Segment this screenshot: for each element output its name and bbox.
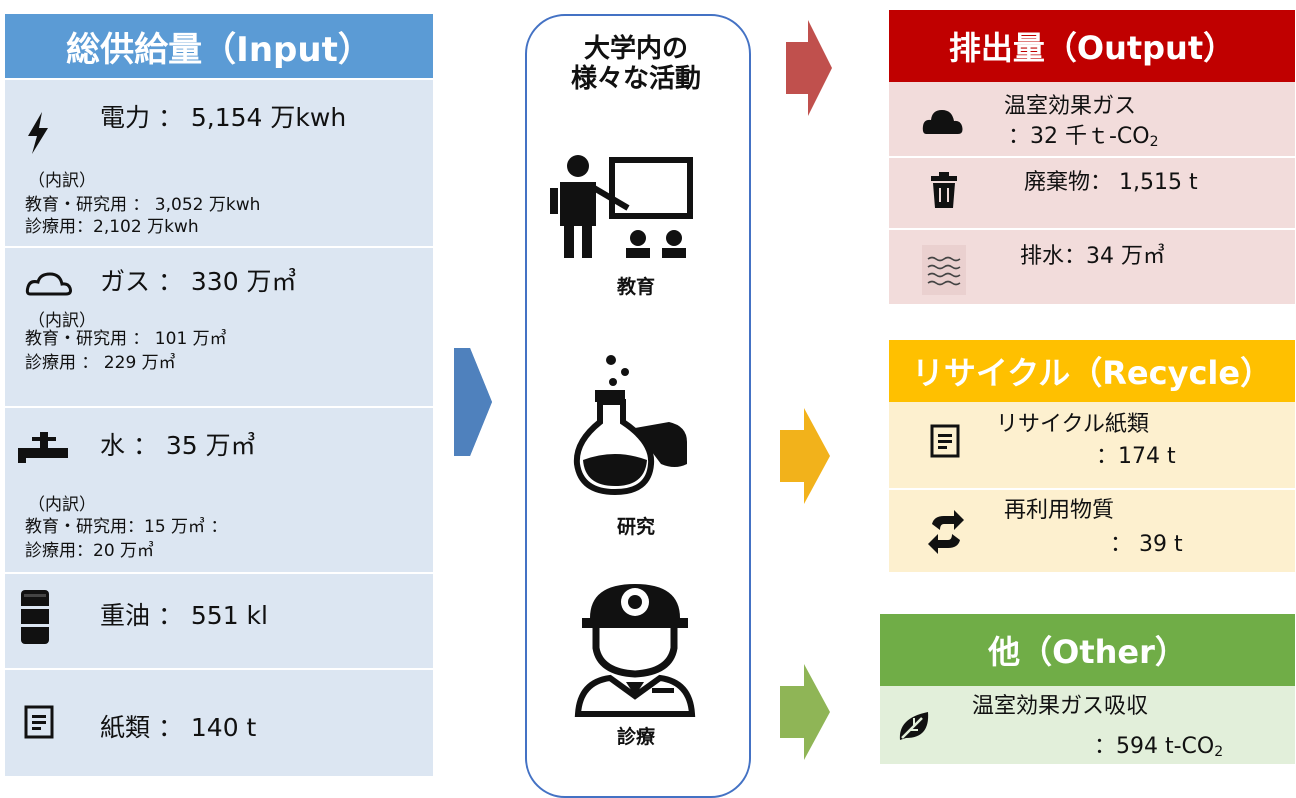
recycle-paper-label: リサイクル紙類 xyxy=(996,412,1149,437)
absorption-label: 温室効果ガス吸収 xyxy=(972,694,1149,719)
oil-drum-icon xyxy=(18,586,52,648)
gas-total: ガス ： 330 万㎥ xyxy=(100,267,297,296)
water-medical: 診療用：20 万㎥ xyxy=(25,541,155,561)
other-panel xyxy=(880,686,1295,764)
gas-medical: 診療用 ： 229 万㎥ xyxy=(25,353,176,373)
other-arrow xyxy=(780,664,832,764)
output-arrow xyxy=(786,20,834,120)
recycle-paper-value: ：174 t xyxy=(1096,444,1176,469)
document-icon xyxy=(24,705,54,739)
education-icon xyxy=(550,152,700,266)
gas-breakdown-label: （内訳） xyxy=(28,311,96,331)
absorption-value: ：594 t-CO2 xyxy=(1094,734,1223,765)
water-total: 水 ： 35 万㎥ xyxy=(100,431,256,460)
water-waves-icon xyxy=(922,245,966,299)
electricity-section xyxy=(5,80,433,246)
activities-title-line1: 大学内の xyxy=(583,34,688,64)
recycle-arrow xyxy=(780,408,832,508)
research-label: 研究 xyxy=(616,516,655,538)
electricity-breakdown-label: （内訳） xyxy=(28,171,96,191)
ghg-value: ：32 千ｔ-CO2 xyxy=(1008,124,1159,155)
medical-label: 診療 xyxy=(616,726,655,748)
activities-title: 大学内の 様々な活動 xyxy=(527,34,745,94)
absorption-value-sub: 2 xyxy=(1214,744,1224,760)
electricity-edu-research: 教育・研究用 ： 3,052 万kwh xyxy=(25,195,261,215)
water-breakdown-label: （内訳） xyxy=(28,495,96,515)
cloud-outline-icon xyxy=(20,268,74,298)
electricity-total: 電力 ： 5,154 万kwh xyxy=(100,103,347,132)
input-arrow xyxy=(454,348,494,460)
activities-title-line2: 様々な活動 xyxy=(570,64,701,94)
heavy-oil-section xyxy=(5,574,433,668)
water-section xyxy=(5,408,433,572)
education-label: 教育 xyxy=(616,276,655,298)
gas-edu-research: 教育・研究用 ： 101 万㎥ xyxy=(25,329,227,349)
paper-section xyxy=(5,670,433,776)
reuse-label: 再利用物質 xyxy=(1004,498,1115,523)
exchange-arrows-icon xyxy=(928,510,964,558)
water-edu-research: 教育・研究用：15 万㎥ ： xyxy=(25,517,228,537)
waste-value: 廃棄物： 1,515 t xyxy=(1024,170,1198,195)
recycle-header: リサイクル（Recycle） xyxy=(889,340,1295,402)
electricity-medical: 診療用：2,102 万kwh xyxy=(25,217,199,237)
ghg-label: 温室効果ガス xyxy=(1004,94,1137,119)
doctor-icon xyxy=(570,578,700,722)
activities-panel xyxy=(525,14,751,798)
trash-icon xyxy=(930,170,958,214)
drainage-value: 排水：34 万㎥ xyxy=(1020,244,1165,269)
gas-section xyxy=(5,248,433,406)
cloud-icon xyxy=(920,108,964,140)
leaf-icon xyxy=(896,708,932,748)
output-header: 排出量（Output） xyxy=(889,10,1295,82)
document-icon xyxy=(930,424,960,462)
paper-total: 紙類 ： 140 t xyxy=(100,713,257,742)
faucet-icon xyxy=(16,430,72,464)
other-header: 他（Other） xyxy=(880,614,1295,686)
flask-icon xyxy=(565,352,705,504)
input-header: 総供給量（Input） xyxy=(5,14,433,78)
lightning-icon xyxy=(22,110,54,156)
reuse-value: ： 39 t xyxy=(1110,532,1183,557)
ghg-value-text: ：32 千ｔ-CO xyxy=(1008,124,1150,149)
absorption-value-text: ：594 t-CO xyxy=(1094,734,1215,759)
heavy-oil-total: 重油 ： 551 kl xyxy=(100,601,268,630)
ghg-value-sub: 2 xyxy=(1149,134,1159,150)
